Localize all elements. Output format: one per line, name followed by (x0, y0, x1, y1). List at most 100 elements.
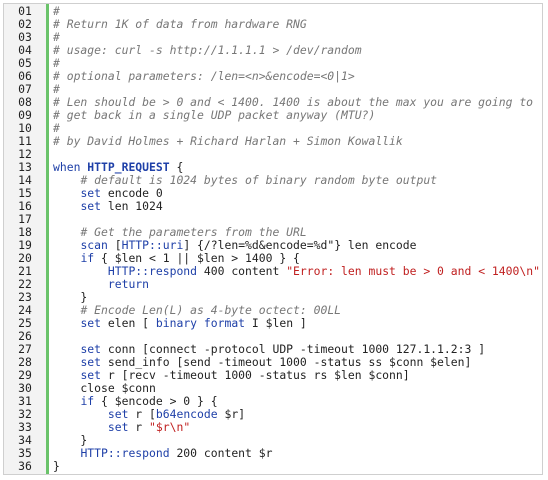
code-token (53, 342, 80, 356)
code-line: 13 when HTTP_REQUEST { (4, 161, 542, 174)
code-token: set (107, 420, 129, 434)
line-number: 21 (18, 264, 32, 278)
line-number-gutter (4, 4, 49, 474)
code-text: HTTP::respond 400 content "Error: len mu… (46, 265, 542, 278)
code-token (53, 303, 80, 317)
line-number: 17 (18, 212, 32, 226)
code-token (53, 394, 80, 408)
code-line: 04# usage: curl -s http://1.1.1.1 > /dev… (4, 44, 542, 57)
code-text: # by David Holmes + Richard Harlan + Sim… (46, 135, 542, 148)
code-line: 01 # (4, 5, 542, 18)
line-number: 10 (18, 121, 32, 135)
line-number: 01 (18, 4, 32, 18)
code-text: when HTTP_REQUEST { (46, 161, 542, 174)
code-token (53, 420, 108, 434)
code-token (53, 264, 108, 278)
code-token: set (107, 407, 129, 421)
code-token: } (53, 290, 88, 304)
code-token: # (53, 4, 60, 18)
code-token: r [recv -timeout 1000 -status rs $len $c… (101, 368, 410, 382)
code-token (53, 173, 80, 187)
line-number: 15 (18, 186, 32, 200)
code-token: encode 0 (101, 186, 163, 200)
line-number: 13 (18, 160, 32, 174)
code-token: ] {/?len=%d&encode=%d"} len encode (183, 238, 417, 252)
line-number: 36 (18, 459, 32, 473)
line-number: 06 (18, 69, 32, 83)
code-text: set len 1024 (46, 200, 542, 213)
code-line: 09 # get back in a single UDP packet anyw… (4, 109, 542, 122)
code-token (53, 199, 80, 213)
code-line: 32 set r [b64encode $r] (4, 408, 542, 421)
code-token: return (107, 277, 150, 291)
code-text: # default is 1024 bytes of binary random… (46, 174, 542, 187)
code-token (53, 446, 80, 460)
code-token: # default is 1024 bytes of binary random… (80, 173, 438, 187)
code-token: set (80, 199, 102, 213)
code-token: # (53, 56, 60, 70)
code-text: # Len should be > 0 and < 1400. 1400 is … (46, 96, 542, 109)
code-line: 22 return (4, 278, 542, 291)
line-number: 07 (18, 82, 32, 96)
code-token: set (80, 355, 102, 369)
line-number: 27 (18, 342, 32, 356)
code-token: # usage: curl -s http://1.1.1.1 > /dev/r… (53, 43, 362, 57)
code-text: # optional parameters: /len=<n>&encode=<… (46, 70, 542, 83)
code-token: } (53, 433, 88, 447)
line-number: 05 (18, 56, 32, 70)
code-token (53, 186, 80, 200)
code-text: if { $len < 1 || $len > 1400 } { (46, 252, 542, 265)
code-line: 27 set conn [connect -protocol UDP -time… (4, 343, 542, 356)
code-line: 17 (4, 213, 542, 226)
code-line: 20 if { $len < 1 || $len > 1400 } { (4, 252, 542, 265)
line-number: 09 (18, 108, 32, 122)
code-line: 10 # (4, 122, 542, 135)
line-number: 20 (18, 251, 32, 265)
code-token: # (53, 30, 60, 44)
code-line: 02# Return 1K of data from hardware RNG (4, 18, 542, 31)
line-number: 29 (18, 368, 32, 382)
code-listing: 01 #02# Return 1K of data from hardware R… (3, 3, 543, 475)
code-token: set (80, 368, 102, 382)
code-text: } (46, 460, 542, 473)
code-text: # get back in a single UDP packet anyway… (46, 109, 542, 122)
code-token: send_info [send -timeout 1000 -status ss… (101, 355, 472, 369)
code-token: b64encode (155, 407, 218, 421)
code-token: close $conn (53, 381, 156, 395)
code-line: 23 } (4, 291, 542, 304)
code-line: 33 set r "$r\n" (4, 421, 542, 434)
code-text: close $conn (46, 382, 542, 395)
code-line: 21 HTTP::respond 400 content "Error: len… (4, 265, 542, 278)
code-line: 35 HTTP::respond 200 content $r (4, 447, 542, 460)
code-text: HTTP::respond 200 content $r (46, 447, 542, 460)
line-number: 22 (18, 277, 32, 291)
code-line: 08# Len should be > 0 and < 1400. 1400 i… (4, 96, 542, 109)
code-token (53, 277, 108, 291)
code-token: # Len should be > 0 and < 1400. 1400 is … (53, 95, 534, 109)
line-number: 12 (18, 147, 32, 161)
code-token: elen [ (101, 316, 156, 330)
code-token: # (53, 121, 60, 135)
code-text: if { $encode > 0 } { (46, 395, 542, 408)
code-line: 28 set send_info [send -timeout 1000 -st… (4, 356, 542, 369)
line-number: 35 (18, 446, 32, 460)
line-number: 19 (18, 238, 32, 252)
code-token: # optional parameters: /len=<n>&encode=<… (53, 69, 355, 83)
code-line: 19 scan [HTTP::uri] {/?len=%d&encode=%d"… (4, 239, 542, 252)
code-text: # (46, 122, 542, 135)
code-token: # by David Holmes + Richard Harlan + Sim… (53, 134, 403, 148)
code-line: 24 # Encode Len(L) as 4-byte octect: 00L… (4, 304, 542, 317)
code-line: 06 # optional parameters: /len=<n>&encode… (4, 70, 542, 83)
code-token: set (80, 186, 102, 200)
code-text: # Return 1K of data from hardware RNG (46, 18, 542, 31)
code-token: "Error: len must be > 0 and < 1400\n" (286, 264, 540, 278)
code-line: 18 # Get the parameters from the URL (4, 226, 542, 239)
code-lines: 01 #02# Return 1K of data from hardware R… (4, 5, 542, 473)
code-line: 16 set len 1024 (4, 200, 542, 213)
code-line: 07# (4, 83, 542, 96)
code-token: HTTP::respond (80, 446, 170, 460)
code-line: 05 # (4, 57, 542, 70)
code-token: 200 content $r (169, 446, 273, 460)
code-line: 36} (4, 460, 542, 473)
code-line: 31 if { $encode > 0 } { (4, 395, 542, 408)
